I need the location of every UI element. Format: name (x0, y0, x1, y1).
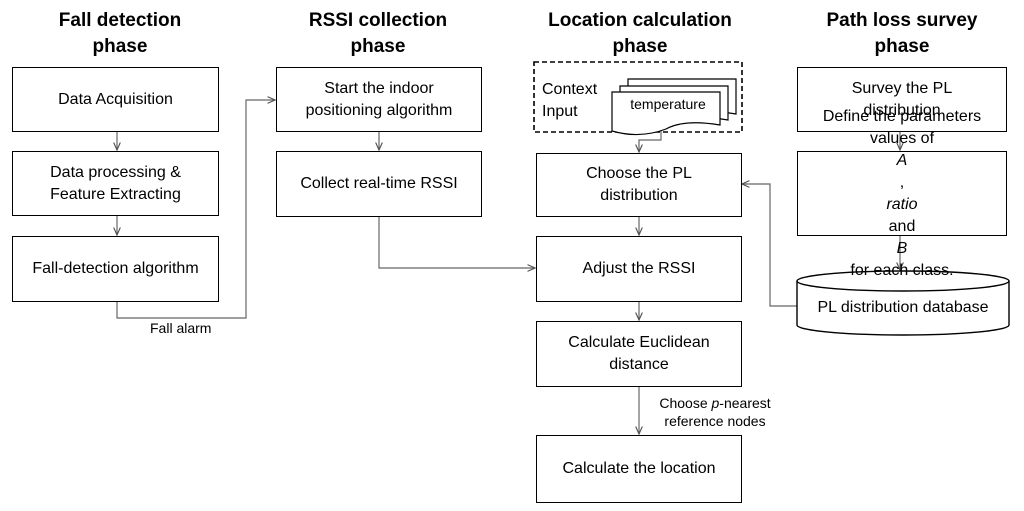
fall-detection-algorithm-label: Fall-detection algorithm (32, 260, 199, 277)
fall-detection-algorithm-box: Fall-detection algorithm (12, 236, 219, 302)
define-parameters-label: Define the parameters values of A, ratio… (823, 106, 981, 282)
data-acquisition-label: Data Acquisition (58, 90, 173, 108)
pl-database-label: PL distribution database (817, 299, 989, 316)
start-positioning-label: Start the indoor positioning algorithm (305, 79, 453, 119)
context-input-label: Context Input (542, 81, 598, 120)
data-processing-label: Data processing & Feature Extracting (50, 163, 181, 203)
choose-nearest-label: Choose p-nearest reference nodes (648, 394, 782, 430)
param-A: A (896, 151, 908, 169)
pl-database-cylinder (796, 270, 1010, 336)
start-positioning-box: Start the indoor positioning algorithm (276, 67, 482, 132)
choose-suffix: -nearest (719, 395, 771, 411)
fall-detection-phase-title: Fall detection phase (58, 10, 182, 57)
temperature-label: temperature (630, 96, 706, 112)
location-calculation-phase-title: Location calculation phase (548, 10, 732, 57)
define-line-2: values of A, ratio and B (869, 129, 935, 257)
calculate-euclidean-label: Calculate Euclidean distance (568, 334, 710, 373)
param-B: B (896, 239, 908, 257)
rssi-collection-phase-title: RSSI collection phase (308, 10, 448, 57)
fall-alarm-label: Fall alarm (150, 320, 212, 336)
param-ratio: ratio (886, 195, 918, 213)
define-line-1: Define the parameters (822, 107, 982, 125)
collect-rssi-box: Collect real-time RSSI (276, 151, 482, 217)
collect-rssi-label: Collect real-time RSSI (300, 175, 458, 192)
choose-prefix: Choose (659, 395, 712, 411)
choose-pl-distribution-box: Choose the PL distribution (536, 153, 742, 217)
survey-pl-label: Survey the PL distribution (851, 79, 953, 119)
choose-pl-distribution-label: Choose the PL distribution (586, 165, 692, 204)
document-front (611, 91, 721, 136)
define-parameters-box: Define the parameters values of A, ratio… (797, 108, 1007, 279)
calculate-location-box: Calculate the location (536, 435, 742, 503)
define-line-3: for each class. (850, 261, 954, 279)
fall-alarm-connector (116, 100, 275, 319)
temperature-document-stack (611, 78, 737, 136)
calculate-euclidean-box: Calculate Euclidean distance (536, 321, 742, 387)
calculate-location-label: Calculate the location (562, 460, 716, 477)
data-acquisition-box: Data Acquisition (12, 67, 219, 132)
context-input-frame (533, 61, 743, 133)
choose-p-variable: p (711, 395, 720, 411)
adjust-rssi-box: Adjust the RSSI (536, 236, 742, 302)
reference-nodes-text: reference nodes (664, 413, 766, 429)
arrow-collect-to-adjust (378, 217, 535, 268)
data-processing-box: Data processing & Feature Extracting (12, 151, 219, 216)
survey-pl-box: Survey the PL distribution (797, 67, 1007, 132)
adjust-rssi-label: Adjust the RSSI (582, 260, 696, 277)
arrow-database-to-choose (742, 184, 797, 307)
arrow-context-to-choose (639, 125, 662, 152)
path-loss-survey-phase-title: Path loss survey phase (826, 10, 978, 57)
